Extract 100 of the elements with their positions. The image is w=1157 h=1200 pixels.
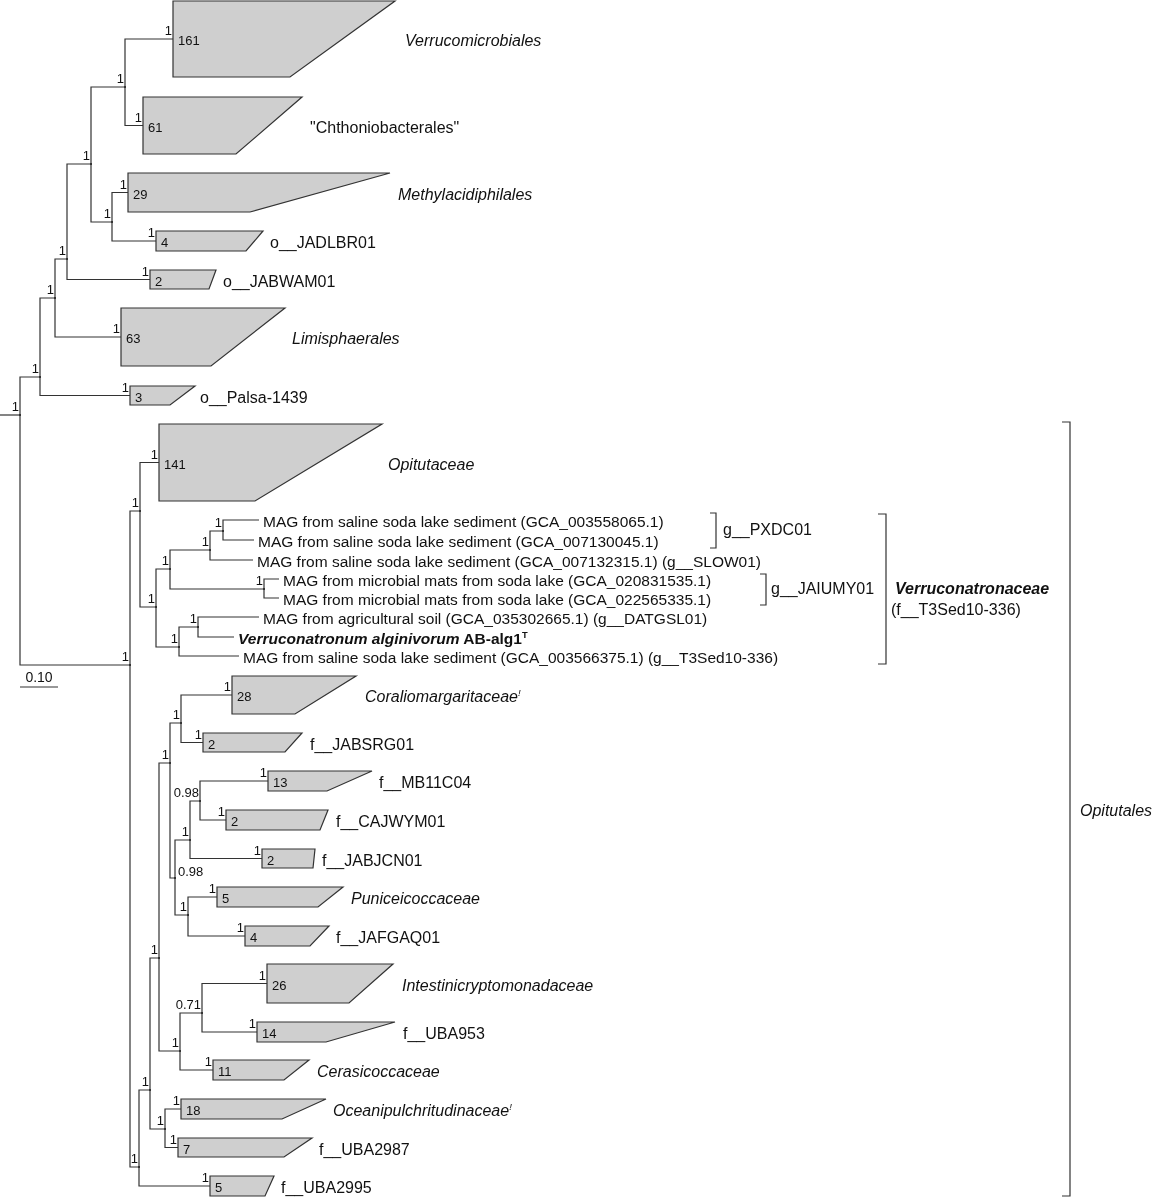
support-value: 1 [172,1094,180,1108]
taxon-name: Opitutaceae [388,455,475,474]
taxon-name: Verrucomicrobiales [405,31,542,51]
taxon-label: MAG from microbial mats from soda lake (GCA_020831535.1) [283,571,712,589]
tree-branch [129,664,139,1168]
taxon-name: f__UBA2987 [319,1140,410,1159]
taxon-name: o__JABWAM01 [223,272,336,291]
tree-branch [164,1108,182,1130]
tree-branch [39,297,55,378]
support-value: 1 [121,650,129,664]
tree-branch [180,694,233,724]
tree-branch [189,800,200,841]
tree-branch [199,780,269,802]
tree-branch [187,914,246,937]
taxon-label: MAG from saline soda lake sediment (GCA_007130045.1) [258,532,659,550]
tree-branch [169,568,264,590]
support-value: 1 [103,207,111,221]
collapsed-clade [130,386,195,405]
taxon-name: Cerasicoccaceae [317,1062,440,1082]
clade-size: 141 [164,457,186,472]
clade-size: 7 [183,1142,191,1157]
clade-size: 5 [222,892,230,906]
tree-branch [139,510,156,608]
taxon-label: MAG from saline soda lake sediment (GCA_003566375.1) (g__T3Sed10-336) [243,648,779,666]
taxon-name: o__Palsa-1439 [200,388,308,407]
tree-branch [180,722,204,744]
tree-branch [90,86,125,165]
tree-branch [39,376,131,397]
taxon-label: MAG from saline soda lake sediment (GCA_003558065.1) [263,512,664,530]
tree-branch [189,839,263,860]
collapsed-clade [213,1060,309,1080]
collapsed-clade [159,424,382,501]
tree-branch [155,568,170,608]
support-value: 1 [134,110,142,125]
support-value: 1 [208,882,216,896]
collapsed-clade [267,964,393,1003]
collapsed-clade [257,1022,395,1042]
support-value: 1 [253,843,261,858]
support-value: 0.71 [175,998,201,1012]
taxon-name: Intestinicryptomonadaceae [402,976,594,995]
support-value: 1 [112,322,120,336]
taxon-label: MAG from agricultural soil (GCA_035302665.1) (g__DATGSL01) [263,609,708,627]
tree-branch [179,1050,214,1071]
tree-branch [197,626,235,638]
collapsed-clade [178,1138,312,1157]
support-value: 1 [204,1055,212,1069]
support-value: 1 [170,632,178,646]
tree-branch [19,376,40,416]
support-value: 1 [217,805,225,819]
tree-branch [0,414,20,416]
taxon-name: o__JADLBR01 [270,233,376,253]
collapsed-clade [128,173,390,212]
tree-branch [54,258,67,299]
support-value: 1 [169,1132,177,1147]
taxon-name: f__MB11C04 [379,773,472,793]
support-value: 1 [119,177,127,192]
tree-branch [187,896,218,916]
tree-branch [111,221,157,242]
tree-branch [222,519,260,532]
support-value: 1 [161,748,169,762]
taxon-name: "Chthoniobacterales" [310,118,460,137]
support-value: 0.98 [173,786,199,800]
tree-branch [124,86,144,127]
collapsed-clade [173,1,395,77]
support-value: 1 [31,362,39,376]
tree-branch [158,762,170,959]
tree-branch [222,530,255,541]
support-value: 1 [147,226,155,240]
clade-size: 28 [237,690,252,704]
tree-branch [174,839,190,879]
tree-branch [66,163,91,260]
support-value: 1 [131,496,139,510]
support-value: 1 [150,447,158,462]
support-value: 1 [248,1017,256,1031]
taxon-name: f__CAJWYM01 [336,812,446,832]
collapsed-clade [150,270,216,289]
collapsed-clade [203,733,302,752]
support-value: 0.98 [178,865,204,879]
taxon-label: Verruconatronum alginivorum AB-alg1$^{T}$ [238,629,528,647]
clade-size: 2 [155,274,163,289]
tree-branch [54,297,122,338]
tree-branch [111,191,129,223]
tree-branch [19,414,130,666]
support-value: 1 [164,24,172,38]
support-value: 1 [147,592,155,606]
tree-branch [197,616,260,628]
tree-branch [179,1012,202,1052]
collapsed-clade [226,810,328,830]
clade-size: 2 [231,815,239,829]
support-value: 1 [194,727,202,742]
taxon-name: f__UBA953 [403,1024,485,1044]
support-value: 1 [179,900,187,914]
family-label: (f__T3Sed10-336) [891,600,1021,620]
taxon-name: Methylacidiphilales [398,185,533,204]
clade-size: 26 [272,978,287,993]
support-value: 1 [161,554,169,568]
collapsed-clade [121,308,285,366]
support-value: 1 [82,149,90,163]
clade-size: 14 [262,1027,277,1041]
tree-branch [139,461,160,512]
